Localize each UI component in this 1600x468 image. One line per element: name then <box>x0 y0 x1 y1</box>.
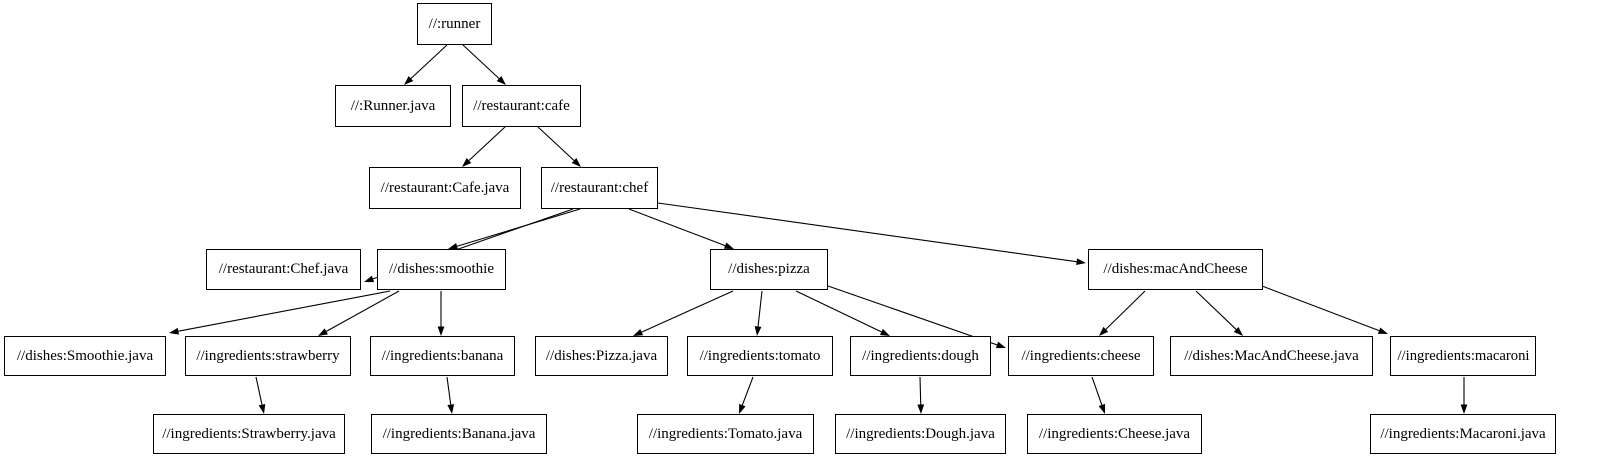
graph-node-label: //ingredients:strawberry <box>196 347 340 364</box>
graph-node-label: //:Runner.java <box>350 97 436 114</box>
graph-node-cafe-java[interactable]: //restaurant:Cafe.java <box>369 167 521 209</box>
graph-edge-arrowhead <box>1377 327 1388 334</box>
graph-node-ing-tomato[interactable]: //ingredients:tomato <box>687 336 833 376</box>
graph-node-tomato-java[interactable]: //ingredients:Tomato.java <box>637 414 814 454</box>
graph-edge-line: restaurant_cafe -> restaurant_chef <box>537 126 575 161</box>
graph-edge-arrowhead <box>1099 326 1109 336</box>
graph-edge-line: restaurant_chef -> dishes_pizza <box>628 208 726 247</box>
graph-node-label: //restaurant:Chef.java <box>218 261 349 277</box>
graph-edge-arrowhead <box>462 158 472 167</box>
graph-node-label: //ingredients:dough <box>862 347 979 364</box>
graph-node-label: //dishes:Smoothie.java <box>16 347 154 364</box>
graph-node-label: //ingredients:Tomato.java <box>648 425 803 442</box>
graph-node-restaurant-cafe[interactable]: //restaurant:cafe <box>462 85 581 127</box>
graph-edge-arrowhead <box>1460 404 1468 414</box>
graph-node-label: //ingredients:Macaroni.java <box>1380 425 1546 442</box>
graph-edge-arrowhead <box>995 341 1006 349</box>
graph-edge-line: dishes_pizza -> ing_tomato <box>757 290 763 327</box>
graph-edge-arrowhead <box>496 76 506 85</box>
graph-edge-line: dishes_smoothie -> smoothie_java <box>178 290 391 332</box>
graph-edge-line: runner -> runner_java <box>410 44 448 79</box>
graph-node-smoothie-java[interactable]: //dishes:Smoothie.java <box>4 336 166 376</box>
graph-node-pizza-java[interactable]: //dishes:Pizza.java <box>535 336 668 376</box>
graph-node-label: //restaurant:cafe <box>473 97 570 114</box>
graph-edge-arrowhead <box>447 404 455 414</box>
graph-edge-arrowhead <box>169 327 179 335</box>
graph-edge-arrowhead <box>739 403 746 414</box>
graph-node-ing-banana[interactable]: //ingredients:banana <box>370 336 515 376</box>
graph-edge-arrowhead <box>1098 403 1106 414</box>
graph-edge-arrowhead <box>571 158 581 167</box>
graph-node-label: //ingredients:Strawberry.java <box>162 425 336 442</box>
graph-node-label: //restaurant:Cafe.java <box>380 179 510 196</box>
graph-edge-line: restaurant_chef -> dishes_smoothie <box>456 208 581 247</box>
graph-node-label: //ingredients:banana <box>381 347 504 364</box>
graph-edge-arrowhead <box>879 328 890 336</box>
graph-node-chef-java[interactable]: //restaurant:Chef.java <box>206 249 361 290</box>
graph-edge-arrowhead <box>633 329 644 336</box>
graph-edge-line: ing_banana -> banana_java <box>446 376 452 405</box>
graph-node-label: //dishes:macAndCheese <box>1103 261 1248 277</box>
graph-node-banana-java[interactable]: //ingredients:Banana.java <box>371 414 547 454</box>
graph-node-runner-java[interactable]: //:Runner.java <box>335 85 451 127</box>
graph-edge-line: restaurant_cafe -> cafe_java <box>468 126 506 161</box>
graph-node-label: //ingredients:cheese <box>1021 347 1141 364</box>
graph-node-ing-dough[interactable]: //ingredients:dough <box>850 336 991 376</box>
graph-node-dishes-pizza[interactable]: //dishes:pizza <box>710 249 828 290</box>
graph-node-label: //ingredients:tomato <box>699 347 821 364</box>
graph-node-label: //ingredients:Cheese.java <box>1038 425 1191 442</box>
graph-edge-line: runner -> restaurant_cafe <box>462 44 500 79</box>
graph-edge-arrowhead <box>437 326 445 336</box>
graph-node-label: //dishes:smoothie <box>389 261 494 277</box>
graph-edge-line: dishes_pizza -> pizza_java <box>641 290 734 333</box>
graph-node-label: //ingredients:macaroni <box>1396 347 1530 364</box>
graph-node-restaurant-chef[interactable]: //restaurant:chef <box>541 167 658 209</box>
graph-edge-line: ing_cheese -> cheese_java <box>1091 376 1103 406</box>
graph-node-dough-java[interactable]: //ingredients:Dough.java <box>835 414 1006 454</box>
graph-node-cheese-java[interactable]: //ingredients:Cheese.java <box>1027 414 1202 454</box>
graph-node-ing-macaroni[interactable]: //ingredients:macaroni <box>1390 336 1536 376</box>
graph-node-label: //ingredients:Banana.java <box>382 425 536 442</box>
graph-node-mac-java[interactable]: //dishes:MacAndCheese.java <box>1170 336 1373 376</box>
graph-edge-arrowhead <box>318 328 328 336</box>
graph-node-macaroni-java[interactable]: //ingredients:Macaroni.java <box>1370 414 1556 454</box>
graph-edge-line: ing_dough -> dough_java <box>919 376 922 405</box>
graph-edge-arrowhead <box>1076 258 1086 266</box>
graph-edge-line: dishes_mac -> ing_cheese <box>1105 290 1146 330</box>
graph-node-label: //:runner <box>428 15 481 32</box>
graph-edge-arrowhead <box>258 403 266 414</box>
graph-node-label: //restaurant:chef <box>550 179 649 196</box>
graph-edge-arrowhead <box>404 76 414 85</box>
graph-edge-arrowhead <box>1233 326 1243 336</box>
graph-edge-line: ing_strawberry -> strawberry_java <box>255 376 263 405</box>
graph-edge-arrowhead <box>364 275 375 283</box>
graph-node-dishes-smoothie[interactable]: //dishes:smoothie <box>377 249 506 290</box>
graph-edge-arrowhead <box>754 326 762 336</box>
graph-node-label: //ingredients:Dough.java <box>846 425 995 442</box>
graph-node-label: //dishes:Pizza.java <box>545 347 658 364</box>
graph-node-runner[interactable]: //:runner <box>417 3 492 45</box>
graph-node-label: //dishes:MacAndCheese.java <box>1184 347 1359 364</box>
graph-node-ing-cheese[interactable]: //ingredients:cheese <box>1008 336 1154 376</box>
graph-edge-line: dishes_pizza -> ing_dough <box>795 290 882 333</box>
graph-node-label: //dishes:pizza <box>728 261 810 277</box>
graph-node-dishes-mac[interactable]: //dishes:macAndCheese <box>1088 249 1263 290</box>
graph-edge-line: ing_tomato -> tomato_java <box>741 376 754 406</box>
graph-edge-line: dishes_mac -> ing_macaroni <box>1261 285 1380 332</box>
graph-edge-arrowhead <box>917 404 925 414</box>
graph-node-ing-strawberry[interactable]: //ingredients:strawberry <box>185 336 351 376</box>
graph-edge-line: dishes_mac -> mac_java <box>1195 290 1237 330</box>
graph-node-strawberry-java[interactable]: //ingredients:Strawberry.java <box>153 414 345 454</box>
graph-edge-line: dishes_smoothie -> ing_strawberry <box>326 290 400 332</box>
